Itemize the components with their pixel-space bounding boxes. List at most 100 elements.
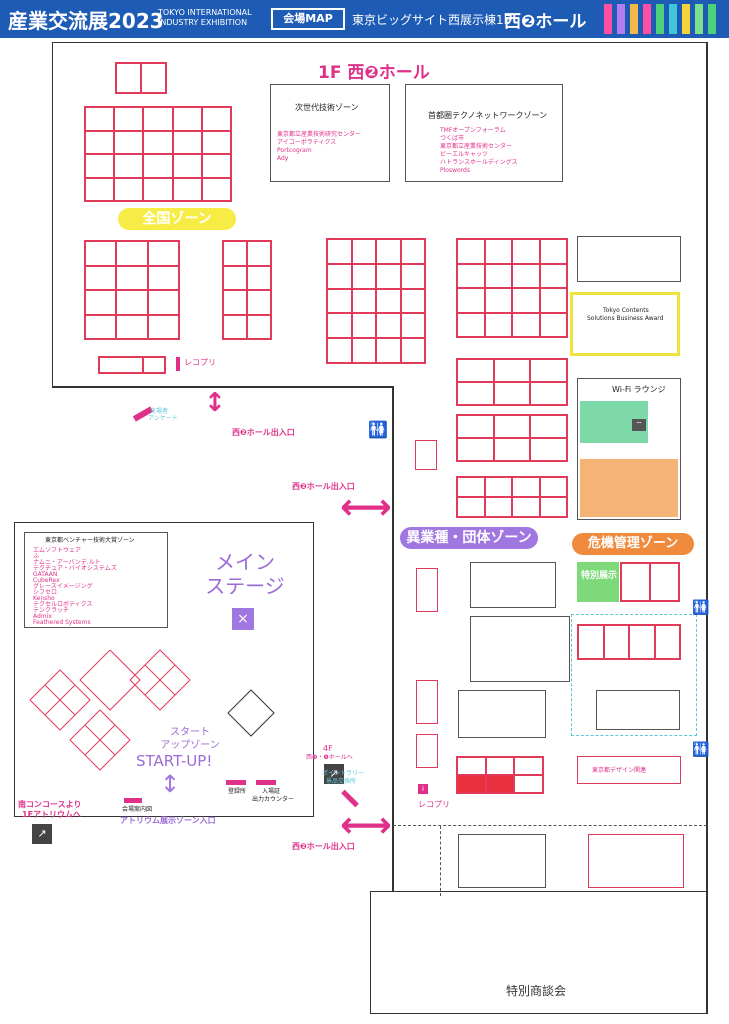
tokyo-design-booth[interactable]: 東京都デザイン関連 bbox=[577, 756, 681, 784]
floor4-label-1: 4F bbox=[323, 744, 333, 753]
venture-list-panel: 東京都ベンチャー技術大賞ゾーン エムソフトウェア ふ ナムニ・アーバンデ.ルト … bbox=[24, 532, 168, 628]
booth-panel[interactable] bbox=[470, 562, 556, 608]
entry-counter-label-1: 入場証 bbox=[262, 788, 281, 795]
double-arrow-horizontal-icon: ⟷ bbox=[340, 487, 392, 528]
exit-label-3: 西❷ホール出入口 bbox=[292, 842, 355, 851]
zone-zenkoku: 全国ゾーン bbox=[118, 208, 236, 230]
lounge-orange-area bbox=[580, 459, 678, 517]
booth-panel[interactable] bbox=[577, 236, 681, 282]
venture-item: ふ bbox=[33, 553, 40, 560]
map-badge: 会場MAP bbox=[271, 8, 345, 30]
kiki-dashed-area bbox=[571, 614, 697, 736]
point-rally-label-1: ポイントラリー bbox=[322, 770, 365, 777]
info-center-label: 会場案内図 bbox=[122, 806, 153, 813]
registration-label: 登録所 bbox=[228, 788, 247, 795]
booth-block[interactable] bbox=[456, 756, 544, 794]
wifi-lounge[interactable]: Wi-Fi ラウンジ ⌔ bbox=[577, 378, 681, 520]
booth-block[interactable] bbox=[577, 624, 681, 660]
venture-item: グレースイメージング bbox=[33, 583, 93, 590]
atrium-entry-label: アトリウム展示ゾーン入口 bbox=[120, 816, 216, 825]
stage-seating bbox=[227, 689, 275, 737]
hall-title: 1F 西❷ホール bbox=[318, 63, 430, 83]
double-arrow-horizontal-icon: ⟷ bbox=[340, 805, 392, 846]
south-concourse-2: 1Fアトリウムへ bbox=[22, 810, 82, 819]
shuto-zone[interactable]: 首都圏テクノネットワークゾーン TMFオープンフォーラム つくば市 東京都立産業… bbox=[405, 84, 563, 182]
special-meeting-label: 特別商談会 bbox=[506, 984, 567, 998]
registration-desk bbox=[226, 780, 246, 785]
exit-label-2: 西❷ホール出入口 bbox=[292, 482, 355, 491]
header-subtitle-1: TOKYO INTERNATIONAL bbox=[158, 8, 252, 17]
recopuri-marker bbox=[176, 357, 180, 371]
tokyo-design-label: 東京都デザイン関連 bbox=[592, 767, 647, 774]
main-stage-icon: ⨯ bbox=[232, 608, 254, 630]
venture-item: Feathered Systems bbox=[33, 619, 91, 626]
jisedai-item: Portcogram bbox=[277, 147, 312, 154]
zone-igyoushu: 異業種・団体ゾーン bbox=[400, 527, 538, 549]
booth-panel[interactable] bbox=[458, 834, 546, 888]
booth-block[interactable] bbox=[84, 106, 232, 202]
info-desk bbox=[124, 798, 142, 803]
double-arrow-vertical-icon: ↕ bbox=[160, 770, 181, 798]
hall-wall-line bbox=[392, 386, 394, 891]
zone-kiki: 危機管理ゾーン bbox=[572, 533, 694, 555]
header-hall: 西❷ホール bbox=[504, 12, 587, 32]
jisedai-item: Ady bbox=[277, 155, 289, 162]
shuto-item: つくば市 bbox=[440, 135, 465, 142]
point-rally-label-2: 景品交換所 bbox=[326, 778, 357, 785]
double-arrow-vertical-icon: ↕ bbox=[204, 388, 226, 418]
header-stripe bbox=[630, 4, 638, 34]
booth-panel[interactable] bbox=[458, 690, 546, 738]
main-stage-title: メイン ステージ bbox=[200, 550, 290, 598]
survey-label-1: 来場者 bbox=[150, 408, 169, 415]
venture-item: GATAAN bbox=[33, 571, 58, 578]
booth[interactable] bbox=[416, 568, 438, 612]
special-exhibit[interactable]: 特別展示 bbox=[577, 562, 619, 602]
jisedai-item: 東京都立産業技術研究センター bbox=[277, 131, 362, 138]
booth-block[interactable] bbox=[326, 238, 426, 364]
floor4-label-2: 西❸・❹ホールへ bbox=[306, 754, 353, 761]
booth-block[interactable] bbox=[456, 476, 568, 518]
restroom-icon: 🚻 bbox=[692, 600, 710, 616]
info-icon: i bbox=[418, 784, 428, 794]
wifi-icon: ⌔ bbox=[632, 419, 646, 431]
restroom-icon: 🚻 bbox=[692, 742, 710, 758]
booth-block[interactable] bbox=[222, 240, 272, 340]
header-stripe bbox=[669, 4, 677, 34]
shuto-item: ハトランスホールディングス bbox=[440, 159, 518, 166]
jisedai-zone[interactable]: 次世代技術ゾーン 東京都立産業技術研究センター アイコーポラティクス Portc… bbox=[270, 84, 390, 182]
booth-block[interactable] bbox=[456, 414, 568, 462]
venture-item: テクチュア・バイオシステムズ bbox=[33, 565, 117, 572]
booth-panel[interactable] bbox=[596, 690, 680, 730]
venture-item: ナムニ・アーバンデ.ルト bbox=[33, 559, 101, 566]
award-title-1: Tokyo Contents bbox=[603, 307, 649, 314]
booth[interactable] bbox=[415, 440, 437, 470]
entry-counter-label-2: 出力カウンター bbox=[252, 796, 295, 803]
header-title: 産業交流展2023 bbox=[8, 9, 164, 33]
hall-wall-upper bbox=[52, 42, 708, 387]
shuto-title: 首都圏テクノネットワークゾーン bbox=[428, 111, 548, 120]
hall-wall-line bbox=[52, 386, 392, 388]
venture-item: Kensho bbox=[33, 595, 55, 602]
booth-block[interactable] bbox=[98, 356, 166, 374]
startup-booths-right[interactable] bbox=[120, 640, 260, 720]
booth-panel[interactable] bbox=[588, 834, 684, 888]
main-stage-line-1: メイン bbox=[215, 550, 275, 574]
booth[interactable] bbox=[416, 734, 438, 768]
booth-panel[interactable] bbox=[470, 616, 570, 682]
award-zone[interactable]: Tokyo Contents Solutions Business Award bbox=[570, 292, 680, 356]
booth-block[interactable] bbox=[620, 562, 680, 602]
startup-booths-left[interactable] bbox=[20, 650, 200, 820]
booth-block[interactable] bbox=[456, 238, 568, 338]
booth-block[interactable] bbox=[115, 62, 167, 94]
venture-item: テンクラッチ bbox=[33, 607, 70, 614]
header-stripe bbox=[617, 4, 625, 34]
booth-block[interactable] bbox=[456, 358, 568, 406]
recopuri-label: レコプリ bbox=[184, 358, 216, 367]
header-stripe bbox=[682, 4, 690, 34]
special-exhibit-label: 特別展示 bbox=[581, 571, 618, 581]
booth-block[interactable] bbox=[84, 240, 180, 340]
main-stage-line-2: ステージ bbox=[205, 574, 285, 598]
booth[interactable] bbox=[416, 680, 438, 724]
hall-wall-dashed bbox=[393, 825, 707, 828]
startup-en-label: START-UP! bbox=[136, 752, 213, 770]
